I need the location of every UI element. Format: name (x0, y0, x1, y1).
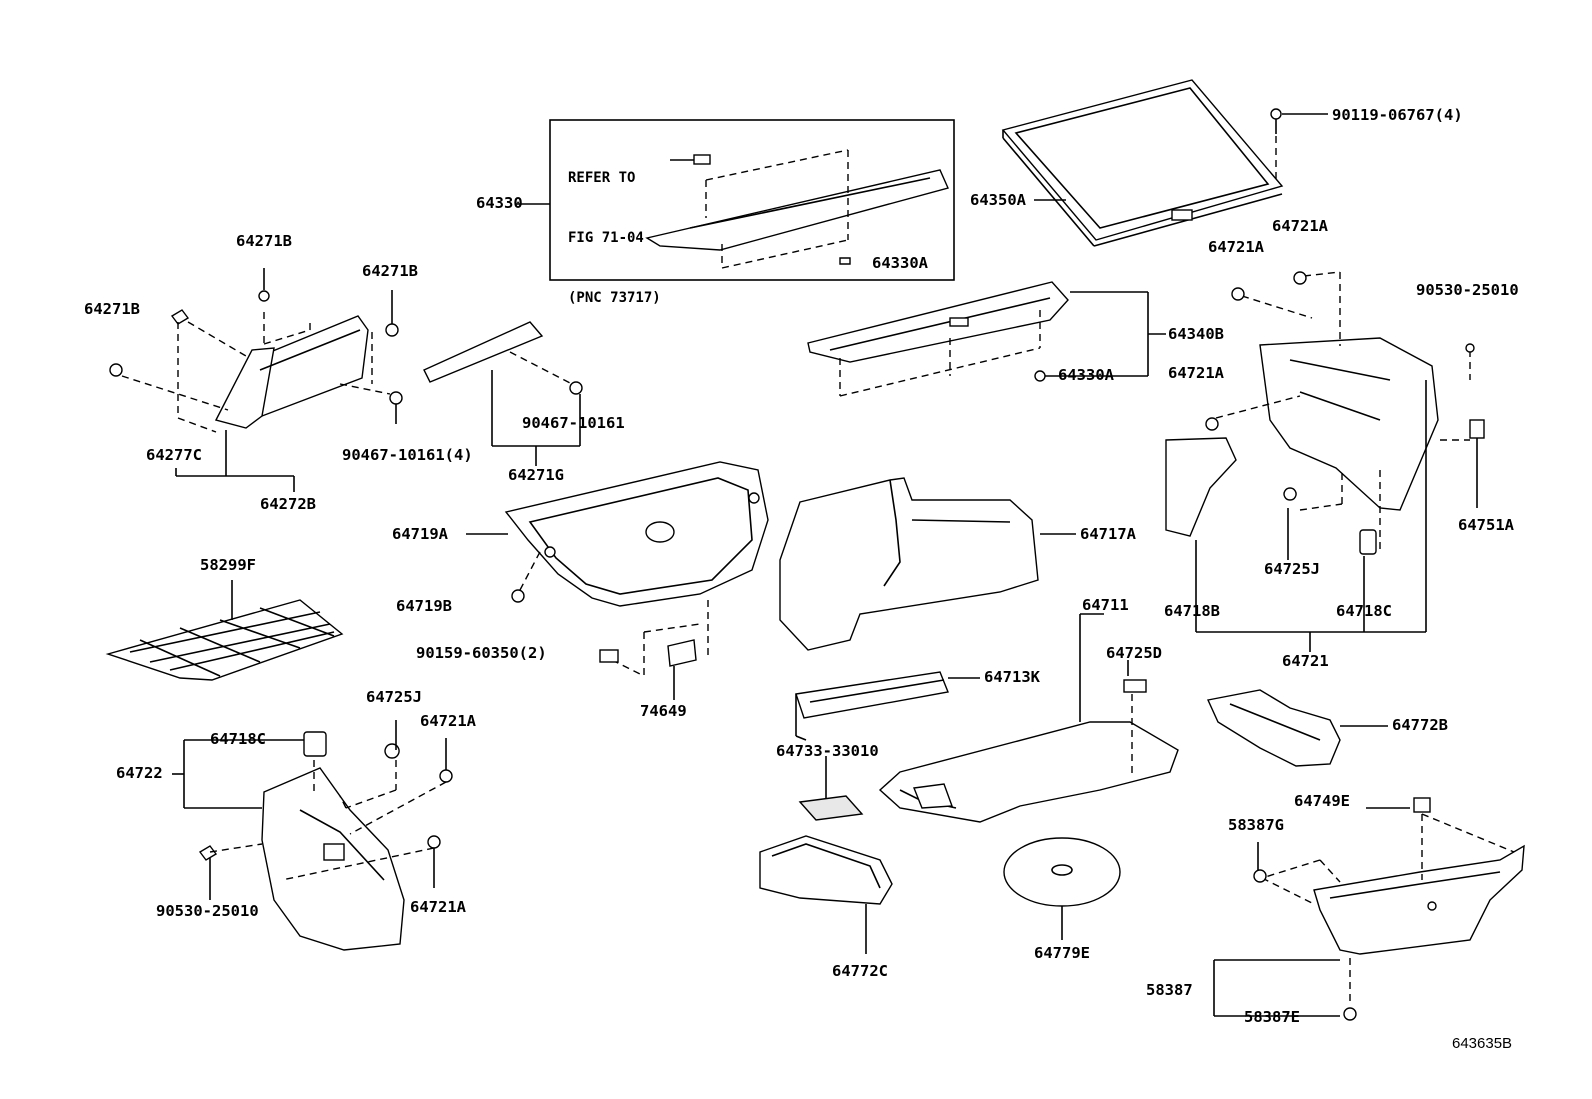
package-tray-panel-part (807, 281, 1069, 363)
callout-64718B: 64718B (1164, 602, 1220, 620)
tape-64733-part (798, 795, 864, 821)
callout-64721: 64721 (1282, 652, 1329, 670)
refer-note: REFER TO FIG 71-04 (PNC 73717) (568, 128, 661, 328)
callout-58387G: 58387G (1228, 816, 1284, 834)
trunk-lid-trim-part (504, 461, 769, 607)
refer-box (549, 119, 955, 281)
clips-left-upper-part (109, 268, 583, 424)
callout-64721A-r3: 64721A (1168, 364, 1224, 382)
refer-note-line-1: REFER TO (568, 170, 636, 186)
callout-64721A-l2: 64721A (410, 898, 466, 916)
callout-64330: 64330 (476, 194, 523, 212)
tonneau-cover-part (1001, 79, 1284, 247)
package-tray-trim-part (645, 149, 949, 269)
callout-64725J-r: 64725J (1264, 560, 1320, 578)
trunk-front-mat-part (779, 477, 1039, 651)
clip-64719B-part (511, 589, 525, 603)
callout-64721A-r2: 64721A (1272, 217, 1328, 235)
clips-right-part (1205, 271, 1475, 501)
callout-64772B: 64772B (1392, 716, 1448, 734)
callout-64340B: 64340B (1168, 325, 1224, 343)
callout-64271G: 64271G (508, 466, 564, 484)
callout-64717A: 64717A (1080, 525, 1136, 543)
callout-64721A-r1: 64721A (1208, 238, 1264, 256)
callout-64272B: 64272B (260, 495, 316, 513)
callout-64751A: 64751A (1458, 516, 1514, 534)
refer-note-line-3: (PNC 73717) (568, 290, 661, 306)
left-lower-trim-part (198, 731, 453, 951)
bracket-74649-part (667, 639, 697, 667)
callout-64749E: 64749E (1294, 792, 1350, 810)
screw-90119-part (1270, 108, 1282, 134)
callout-58387: 58387 (1146, 981, 1193, 999)
callout-64733-33010: 64733-33010 (776, 742, 879, 760)
clip-64330A-part (1034, 370, 1046, 382)
callout-64722: 64722 (116, 764, 163, 782)
clip-64725D-part (1123, 679, 1147, 693)
callout-90119-06767: 90119-06767(4) (1332, 106, 1463, 124)
callout-64277C: 64277C (146, 446, 202, 464)
callout-64772C: 64772C (832, 962, 888, 980)
callout-58387E: 58387E (1244, 1008, 1300, 1026)
refer-note-line-2: FIG 71-04 (568, 230, 644, 246)
callout-74649: 74649 (640, 702, 687, 720)
callout-64721A-l1: 64721A (420, 712, 476, 730)
callout-64271B-a: 64271B (236, 232, 292, 250)
callout-64725J-l: 64725J (366, 688, 422, 706)
callout-64718C-l: 64718C (210, 730, 266, 748)
storage-box-64772C-part (759, 835, 893, 905)
trunk-floor-mat-part (878, 721, 1179, 823)
figure-id: 643635B (1452, 1035, 1513, 1052)
trunk-bar-64713K-part (795, 671, 949, 741)
callout-90467-10161-4: 90467-10161(4) (342, 446, 473, 464)
callout-64271B-b: 64271B (362, 262, 418, 280)
storage-tray-64772B-part (1206, 689, 1341, 767)
callout-90467-10161: 90467-10161 (522, 414, 625, 432)
callout-64718C-r: 64718C (1336, 602, 1392, 620)
callout-64779E: 64779E (1034, 944, 1090, 962)
callout-64713K: 64713K (984, 668, 1040, 686)
callout-64725D: 64725D (1106, 644, 1162, 662)
callout-90159-60350-2: 90159-60350(2) (416, 644, 547, 662)
bolts-90159-part (599, 649, 619, 663)
cargo-net-part (105, 599, 344, 681)
callout-64711: 64711 (1082, 596, 1129, 614)
callout-64330A-top: 64330A (872, 254, 928, 272)
left-upper-trim-part (170, 309, 544, 429)
callout-90530-25010-r: 90530-25010 (1416, 281, 1519, 299)
callout-64719B: 64719B (396, 597, 452, 615)
callout-90530-25010-l: 90530-25010 (156, 902, 259, 920)
callout-64350A: 64350A (970, 191, 1026, 209)
callout-58299F: 58299F (200, 556, 256, 574)
trunk-sill-plate-part (1313, 797, 1525, 955)
callout-64330A-mid: 64330A (1058, 366, 1114, 384)
callout-64271B-c: 64271B (84, 300, 140, 318)
spare-tire-cover-part (1003, 837, 1121, 907)
right-side-trim-part (1165, 337, 1485, 555)
callout-64719A: 64719A (392, 525, 448, 543)
clips-58387-part (1253, 869, 1357, 1021)
